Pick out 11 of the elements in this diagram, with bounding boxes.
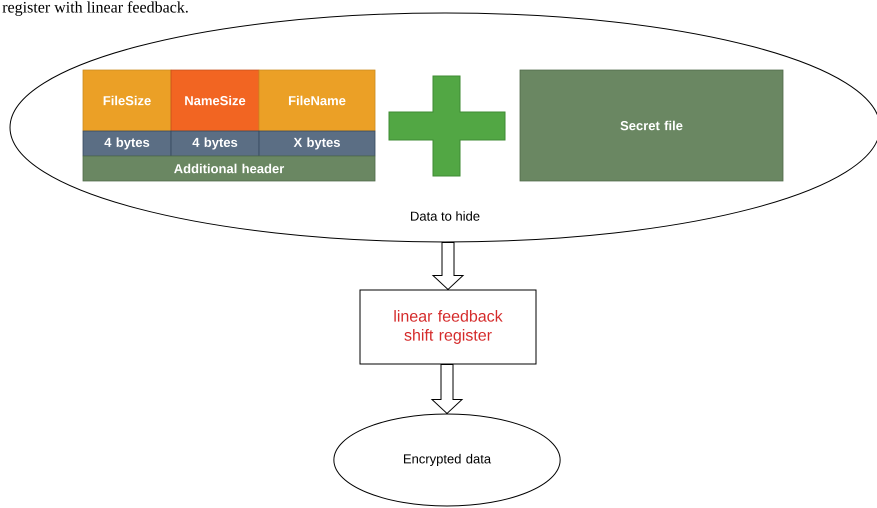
size-cell: X bytes	[258, 130, 376, 156]
block-arrow	[432, 242, 464, 290]
secret-file-box: Secret file	[520, 70, 784, 182]
size-cell: 4 bytes	[170, 130, 260, 156]
process-box: linear feedback shift register	[360, 289, 536, 364]
field-cell: FileName	[258, 70, 376, 132]
size-cell: 4 bytes	[82, 130, 172, 156]
header-bar: Additional header	[82, 156, 376, 182]
field-cell: NameSize	[170, 70, 260, 132]
field-cell: FileSize	[82, 70, 172, 132]
block-arrow	[430, 364, 464, 414]
